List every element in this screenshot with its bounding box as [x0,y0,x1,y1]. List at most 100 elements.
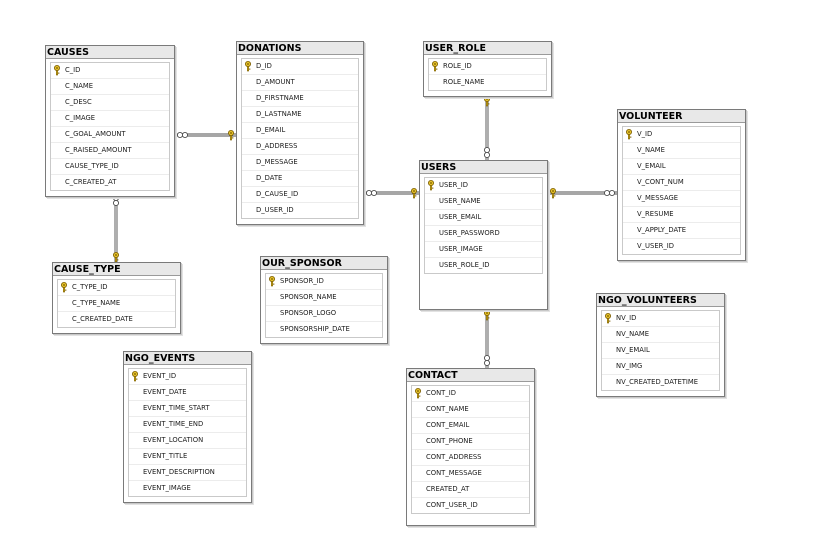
relationship-user-role-users[interactable] [483,95,491,160]
column-row[interactable]: D_LASTNAME [242,107,358,123]
column-row[interactable]: SPONSOR_LOGO [266,306,382,322]
column-row[interactable]: CONT_PHONE [412,434,529,450]
column-row[interactable]: EVENT_DATE [129,385,246,401]
column-row[interactable]: NV_EMAIL [602,343,719,359]
primary-key-column[interactable]: C_TYPE_ID [58,280,175,296]
relationship-users-contact[interactable] [483,309,491,368]
column-row[interactable]: USER_PASSWORD [425,226,542,242]
table-title[interactable]: OUR_SPONSOR [261,257,387,270]
column-row[interactable]: V_NAME [623,143,740,159]
column-row[interactable]: C_CREATED_DATE [58,312,175,327]
column-row[interactable]: C_GOAL_AMOUNT [51,127,169,143]
primary-key-icon [61,282,67,293]
column-row[interactable]: USER_IMAGE [425,242,542,258]
column-name: C_TYPE_ID [72,283,108,291]
column-row[interactable]: C_NAME [51,79,169,95]
column-row[interactable]: ROLE_NAME [429,75,546,90]
column-row[interactable]: NV_CREATED_DATETIME [602,375,719,390]
column-row[interactable]: EVENT_TIME_END [129,417,246,433]
column-row[interactable]: V_RESUME [623,207,740,223]
column-name: EVENT_TITLE [143,452,188,460]
column-row[interactable]: D_AMOUNT [242,75,358,91]
table-title[interactable]: CAUSE_TYPE [53,263,180,276]
primary-key-column[interactable]: NV_ID [602,311,719,327]
table-title[interactable]: USER_ROLE [424,42,551,55]
table-title[interactable]: CAUSES [46,46,174,59]
column-row[interactable]: CONT_USER_ID [412,498,529,513]
column-row[interactable]: CONT_EMAIL [412,418,529,434]
column-row[interactable]: V_MESSAGE [623,191,740,207]
column-row[interactable]: CONT_NAME [412,402,529,418]
column-row[interactable]: CONT_MESSAGE [412,466,529,482]
table-title[interactable]: DONATIONS [237,42,363,55]
column-row[interactable]: CAUSE_TYPE_ID [51,159,169,175]
primary-key-column[interactable]: SPONSOR_ID [266,274,382,290]
table-title[interactable]: USERS [420,161,547,174]
relationship-causes-donations[interactable] [175,129,236,141]
primary-key-column[interactable]: EVENT_ID [129,369,246,385]
column-row[interactable]: EVENT_TITLE [129,449,246,465]
relationship-many-icon [483,151,491,159]
column-row[interactable]: D_ADDRESS [242,139,358,155]
primary-key-column[interactable]: V_ID [623,127,740,143]
primary-key-column[interactable]: USER_ID [425,178,542,194]
column-row[interactable]: V_APPLY_DATE [623,223,740,239]
column-row[interactable]: EVENT_LOCATION [129,433,246,449]
primary-key-column[interactable]: ROLE_ID [429,59,546,75]
relationship-users-volunteer[interactable] [548,187,617,199]
column-row[interactable]: C_IMAGE [51,111,169,127]
relationship-cause-type-causes[interactable] [112,193,120,263]
column-row[interactable]: C_DESC [51,95,169,111]
relationship-users-donations[interactable] [364,187,419,199]
column-name: SPONSOR_ID [280,277,324,285]
primary-key-column[interactable]: CONT_ID [412,386,529,402]
column-row[interactable]: D_CAUSE_ID [242,187,358,203]
table-cause-type[interactable]: CAUSE_TYPE C_TYPE_ID C_TYPE_NAME C_CREATED_… [52,262,181,334]
column-row[interactable]: D_USER_ID [242,203,358,218]
column-row[interactable]: D_DATE [242,171,358,187]
column-name: C_RAISED_AMOUNT [65,146,132,154]
column-row[interactable]: D_EMAIL [242,123,358,139]
column-name: C_TYPE_NAME [72,299,121,307]
column-row[interactable]: USER_NAME [425,194,542,210]
primary-key-column[interactable]: D_ID [242,59,358,75]
column-row[interactable]: CONT_ADDRESS [412,450,529,466]
column-row[interactable]: D_FIRSTNAME [242,91,358,107]
column-row[interactable]: USER_ROLE_ID [425,258,542,273]
column-row[interactable]: D_MESSAGE [242,155,358,171]
column-row[interactable]: C_CREATED_AT [51,175,169,190]
column-row[interactable]: SPONSORSHIP_DATE [266,322,382,337]
column-row[interactable]: USER_EMAIL [425,210,542,226]
column-name: EVENT_LOCATION [143,436,204,444]
relationship-many-icon [181,131,189,139]
column-row[interactable]: C_TYPE_NAME [58,296,175,312]
column-name: EVENT_TIME_START [143,404,210,412]
column-row[interactable]: EVENT_DESCRIPTION [129,465,246,481]
column-row[interactable]: EVENT_TIME_START [129,401,246,417]
column-row[interactable]: NV_NAME [602,327,719,343]
table-title[interactable]: NGO_VOLUNTEERS [597,294,724,307]
column-row[interactable]: EVENT_IMAGE [129,481,246,496]
column-row[interactable]: CREATED_AT [412,482,529,498]
column-name: C_CREATED_DATE [72,315,133,323]
column-row[interactable]: SPONSOR_NAME [266,290,382,306]
column-row[interactable]: NV_IMG [602,359,719,375]
column-row[interactable]: V_EMAIL [623,159,740,175]
primary-key-column[interactable]: C_ID [51,63,169,79]
column-row[interactable]: C_RAISED_AMOUNT [51,143,169,159]
table-title[interactable]: NGO_EVENTS [124,352,251,365]
table-title[interactable]: CONTACT [407,369,534,382]
column-row[interactable]: V_USER_ID [623,239,740,254]
column-row[interactable]: V_CONT_NUM [623,175,740,191]
table-title[interactable]: VOLUNTEER [618,110,745,123]
